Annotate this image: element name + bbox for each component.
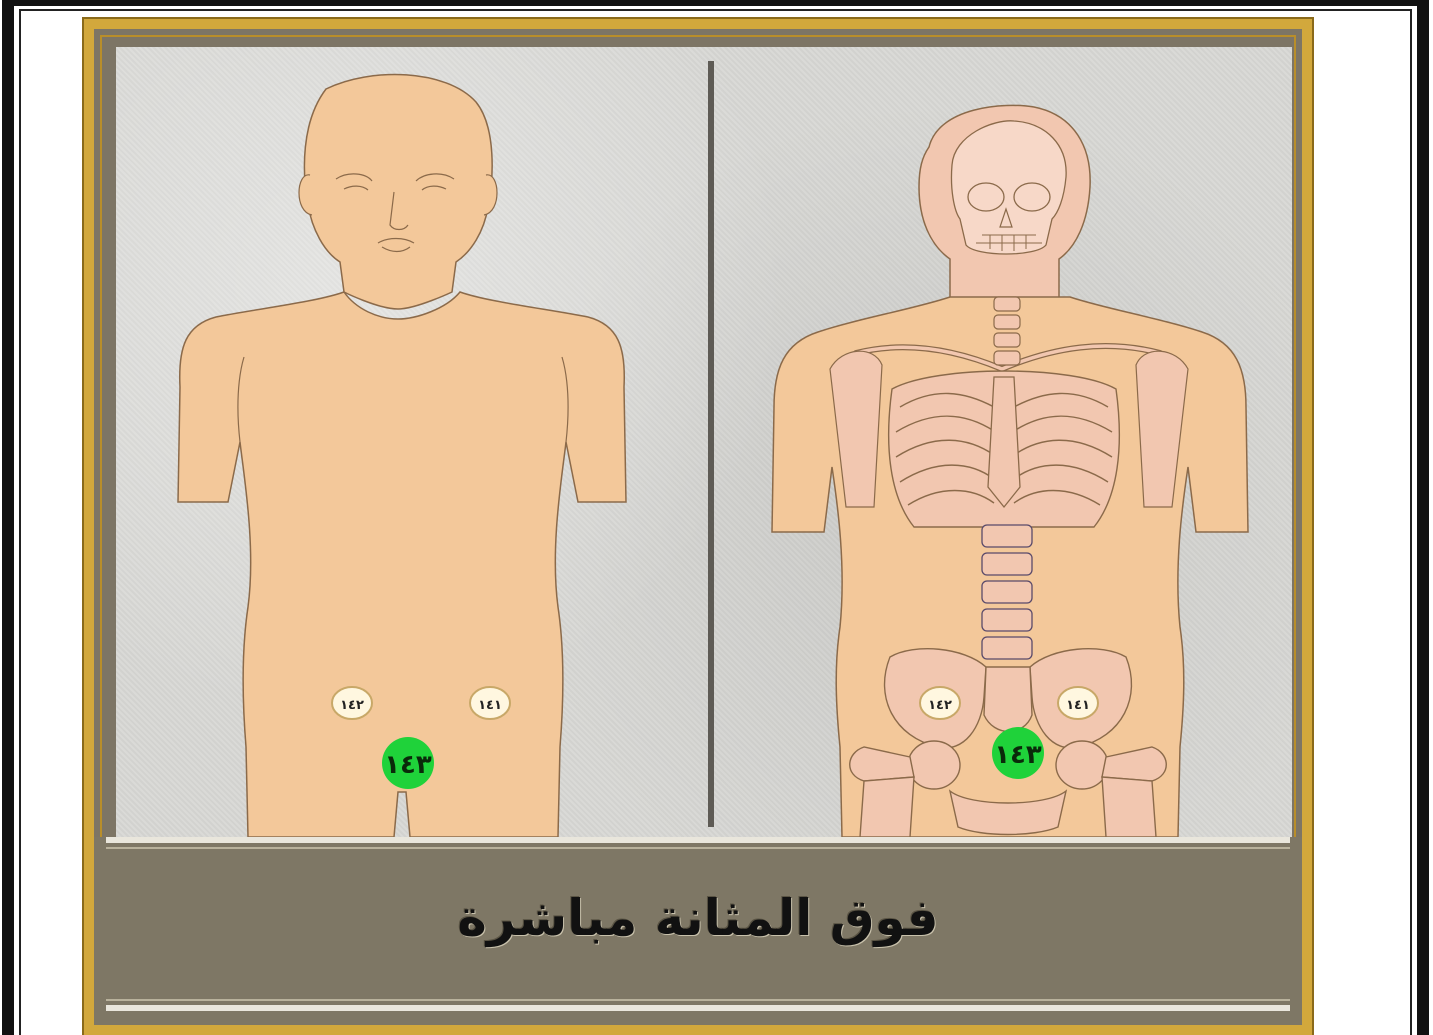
point-main-b[interactable]: ١٤٣ xyxy=(992,727,1044,779)
point-left-side-b-label: ١٤٢ xyxy=(928,698,952,713)
panel-divider xyxy=(708,61,714,827)
caption-text: فوق المثانة مباشرة xyxy=(94,889,1302,947)
point-markers: ١٤٢ ١٤١ ١٤٣ ١٤٢ ١٤١ xyxy=(116,47,1292,837)
point-left-side-a[interactable]: ١٤٢ xyxy=(332,687,372,719)
point-left-side-b[interactable]: ١٤٢ xyxy=(920,687,960,719)
picture-frame: ١٤٢ ١٤١ ١٤٣ ١٤٢ ١٤١ xyxy=(84,19,1312,1035)
point-right-side-b-label: ١٤١ xyxy=(1066,698,1090,713)
point-main-a-label: ١٤٣ xyxy=(384,750,432,780)
caption-band: فوق المثانة مباشرة xyxy=(94,837,1302,1025)
point-right-side-a-label: ١٤١ xyxy=(478,698,502,713)
point-main-a[interactable]: ١٤٣ xyxy=(382,737,434,789)
point-right-side-a[interactable]: ١٤١ xyxy=(470,687,510,719)
illustration-panel: ١٤٢ ١٤١ ١٤٣ ١٤٢ ١٤١ xyxy=(116,47,1292,837)
point-right-side-b[interactable]: ١٤١ xyxy=(1058,687,1098,719)
point-main-b-label: ١٤٣ xyxy=(994,740,1042,770)
point-left-side-a-label: ١٤٢ xyxy=(340,698,364,713)
